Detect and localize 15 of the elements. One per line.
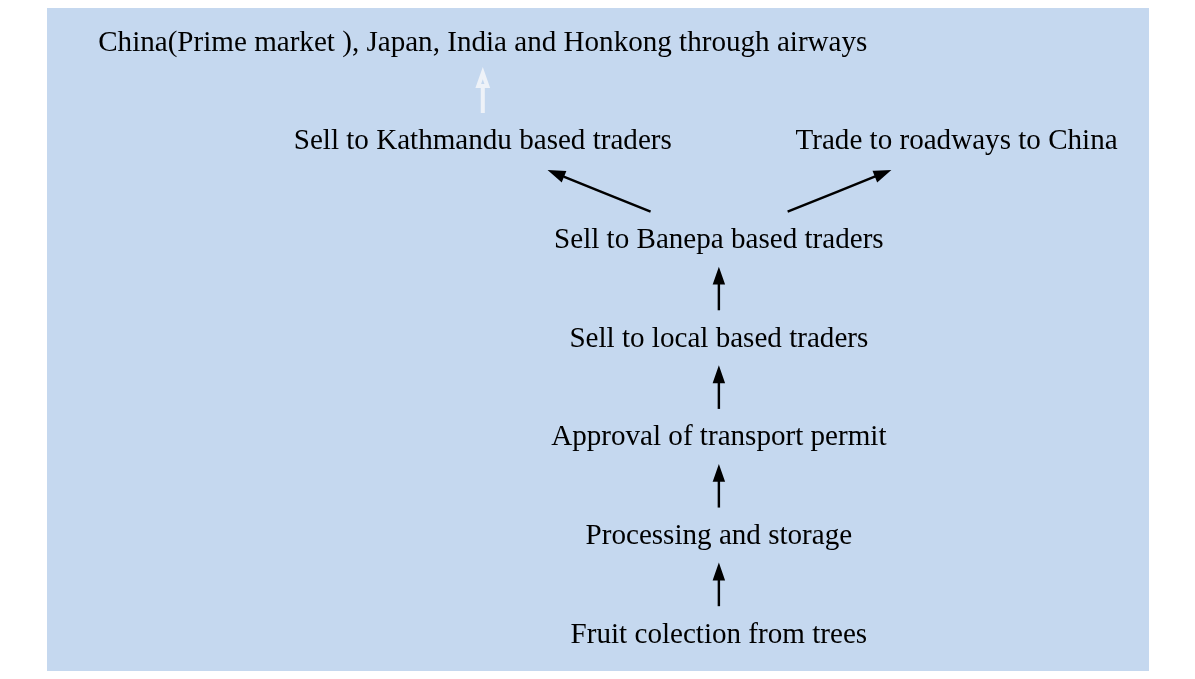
node-text: Trade to roadways to China (795, 123, 1118, 156)
node-text: Sell to Kathmandu based traders (293, 123, 672, 156)
arrow (786, 170, 891, 213)
node-text: Processing and storage (585, 517, 852, 550)
arrow (547, 170, 651, 213)
node-text: Sell to Banepa based traders (553, 221, 884, 254)
node-text: Sell to local based traders (568, 320, 868, 353)
arrow (474, 66, 490, 113)
node-text: Approval of transport permit (550, 419, 887, 452)
node-text: China(Prime market ), Japan, India and Honkong through airways (97, 24, 867, 57)
arrow (712, 266, 725, 311)
node-text: Fruit colection from trees (570, 616, 867, 649)
arrow (712, 562, 725, 607)
arrow (712, 463, 725, 508)
arrow (712, 365, 725, 409)
